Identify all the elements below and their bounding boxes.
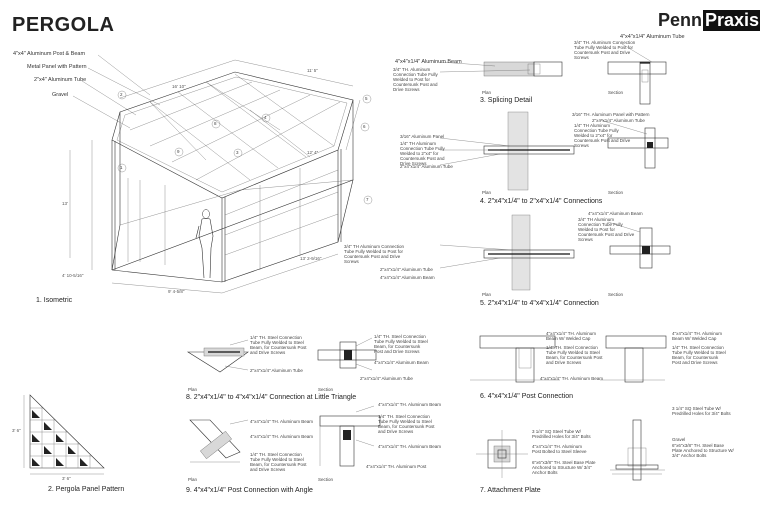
dim-length: 16' 10" <box>172 84 186 89</box>
brand-praxis: Praxis <box>703 10 760 31</box>
conn8-note-right-3: 2"x4"x1/4" Aluminum Tube <box>360 376 413 381</box>
splice-note-right-2: 3/4" TH. Aluminum Connection Tube Fully … <box>574 40 636 60</box>
splice-note-right-1: 4"x4"x1/4" Aluminum Tube <box>620 34 685 40</box>
conn4-note-right-3: 1/4" TH Aluminum Connection Tube Fully W… <box>574 123 631 148</box>
caption-attach: 7. Attachment Plate <box>480 487 541 494</box>
marker-6: 6 <box>363 124 366 129</box>
dim-width: 11' 5" <box>307 68 318 73</box>
caption-panel-pattern: 2. Pergola Panel Pattern <box>48 486 125 493</box>
splice-note-left-1: 4"x4"x1/4" Aluminum Beam <box>395 59 462 65</box>
conn9-note-left-3: 1/4" TH. Steel Connection Tube Fully Wel… <box>250 452 307 472</box>
conn4-note-left-2: 1/4" TH Aluminum Connection Tube Fully W… <box>400 141 445 166</box>
conn9-note-left-2: 4"x4"x1/4" TH. Aluminum Beam <box>250 434 313 439</box>
caption-conn8: 8. 2"x4"x1/4" to 4"x4"x1/4" Connection a… <box>186 394 357 401</box>
conn8-note-left-2: 2"x4"x1/4" Aluminum Tube <box>250 368 303 373</box>
dim-height: 13' <box>62 201 68 206</box>
conn5-note-right-1: 4"x4"x1/4" Aluminum Beam <box>588 211 643 216</box>
caption-conn5: 5. 2"x4"x1/4" to 4"x4"x1/4" Connection <box>480 300 599 307</box>
conn6-note-left-3: 4"x4"x1/4" TH. Aluminum Beam <box>540 376 603 381</box>
dim-diag: 12' 4" <box>307 150 319 155</box>
brand-penn: Penn <box>658 10 703 30</box>
panel-dim-vertical: 3' 6" <box>12 428 21 433</box>
conn5-note-right-2: 3/4" TH Aluminum Connection Tube Fully W… <box>578 217 635 242</box>
conn8-section-label: Section <box>318 387 334 392</box>
conn9-note-left-1: 4"x4"x1/4" TH. Aluminum Beam <box>250 419 313 424</box>
page-title: PERGOLA <box>12 14 115 36</box>
attach-note-right-3: 6"x6"x3/8" TH. Steel Base Plate Anchored… <box>672 443 734 458</box>
conn4-note-left-1: 3/16" Aluminum Panel <box>400 134 445 139</box>
conn9-note-right-4: 4"x4"x1/4" TH. Aluminum Post <box>366 464 427 469</box>
conn8-note-left-1: 1/4" TH. Steel Connection Tube Fully Wel… <box>250 335 307 355</box>
conn5-note-left-3: 4"x4"x1/4" Aluminum Beam <box>380 275 435 280</box>
dim-small: 4' 10-5/16" <box>62 273 84 278</box>
panel-dim-horizontal: 3' 6" <box>62 476 71 481</box>
caption-isometric: 1. Isometric <box>36 297 73 304</box>
marker-5: 5 <box>365 96 368 101</box>
conn9-note-right-1: 4"x4"x1/4" TH. Aluminum Beam <box>378 402 441 407</box>
conn4-note-left-3: 2"x4"x1/4" Aluminum Tube <box>400 164 453 169</box>
conn6-note-left-2: 1/4" TH. Steel Connection Tube Fully Wel… <box>546 345 603 365</box>
splice-plan-label: Plan <box>482 90 492 95</box>
conn6-note-left-1: 4"x4"x1/4" TH. Aluminum Beam W/ Welded C… <box>546 331 596 341</box>
conn4-note-right-2: 2"x4"x1/4" Aluminum Tube <box>592 118 645 123</box>
splice-section-label: Section <box>608 90 624 95</box>
conn9-note-right-2: 1/4" TH. Steel Connection Tube Fully Wel… <box>378 414 435 434</box>
conn8-note-right-1: 1/4" TH. Steel Connection Tube Fully Wel… <box>374 334 428 354</box>
dim-front: 9' 4-5/8" <box>168 289 185 294</box>
conn8-note-right-2: 4"x4"x1/4" Aluminum Beam <box>374 360 429 365</box>
marker-9: 9 <box>177 149 180 154</box>
attach-note-left-1: 3 1/4" SQ Steel Tube W/ Predrilled Holes… <box>532 429 591 439</box>
marker-1: 1 <box>120 165 123 170</box>
conn9-section-label: Section <box>318 477 334 482</box>
legend-metal-panel: Metal Panel with Pattern <box>27 64 87 70</box>
attach-note-right-2: Gravel <box>672 437 686 442</box>
caption-splicing-detail: 3. Splicing Detail <box>480 97 533 104</box>
legend-gravel: Gravel <box>52 92 69 98</box>
caption-conn6: 6. 4"x4"x1/4" Post Connection <box>480 393 574 400</box>
conn9-note-right-3: 4"x4"x1/4" TH. Aluminum Beam <box>378 444 441 449</box>
conn8-plan-label: Plan <box>188 387 198 392</box>
marker-4: 4 <box>264 115 267 120</box>
conn6-note-right-1: 4"x4"x1/4" TH. Aluminum Beam W/ Welded C… <box>672 331 722 341</box>
conn4-section-label: Section <box>608 190 624 195</box>
attach-note-left-3: 6"x6"x3/8" TH. Steel Base Plate Anchored… <box>532 460 596 475</box>
attach-note-right-1: 3 1/4" SQ Steel Tube W/ Predrilled Holes… <box>672 406 731 416</box>
conn6-note-right-2: 1/4" TH. Steel Connection Tube Fully Wel… <box>672 345 726 365</box>
legend-aluminum-tube: 2"x4" Aluminum Tube <box>34 77 87 83</box>
splice-note-left-2: 3/4" TH. Aluminum Connection Tube Fully … <box>393 67 438 92</box>
conn4-plan-label: Plan <box>482 190 492 195</box>
marker-8: 8 <box>214 121 217 126</box>
marker-3: 3 <box>236 150 239 155</box>
attach-note-left-2: 4"x4"x1/4" TH. Aluminum Post Bolted to S… <box>532 444 587 454</box>
caption-conn4: 4. 2"x4"x1/4" to 2"x4"x1/4" Connections <box>480 198 603 205</box>
conn5-note-left-1: 3/4" TH Aluminum Connection Tube Fully W… <box>344 244 405 264</box>
dim-side: 13' 2-9/16" <box>300 256 322 261</box>
conn9-plan-label: Plan <box>188 477 198 482</box>
marker-2: 2 <box>120 92 123 97</box>
marker-7: 7 <box>366 197 369 202</box>
conn5-plan-label: Plan <box>482 292 492 297</box>
conn5-note-left-2: 2"x4"x1/4" Aluminum Tube <box>380 267 433 272</box>
caption-conn9: 9. 4"x4"x1/4" Post Connection with Angle <box>186 487 313 494</box>
conn4-note-right-1: 3/16" TH. Aluminum Panel with Pattern <box>572 112 650 117</box>
conn5-section-label: Section <box>608 292 624 297</box>
legend-post-beam: 4"x4" Aluminum Post & Beam <box>13 51 86 57</box>
